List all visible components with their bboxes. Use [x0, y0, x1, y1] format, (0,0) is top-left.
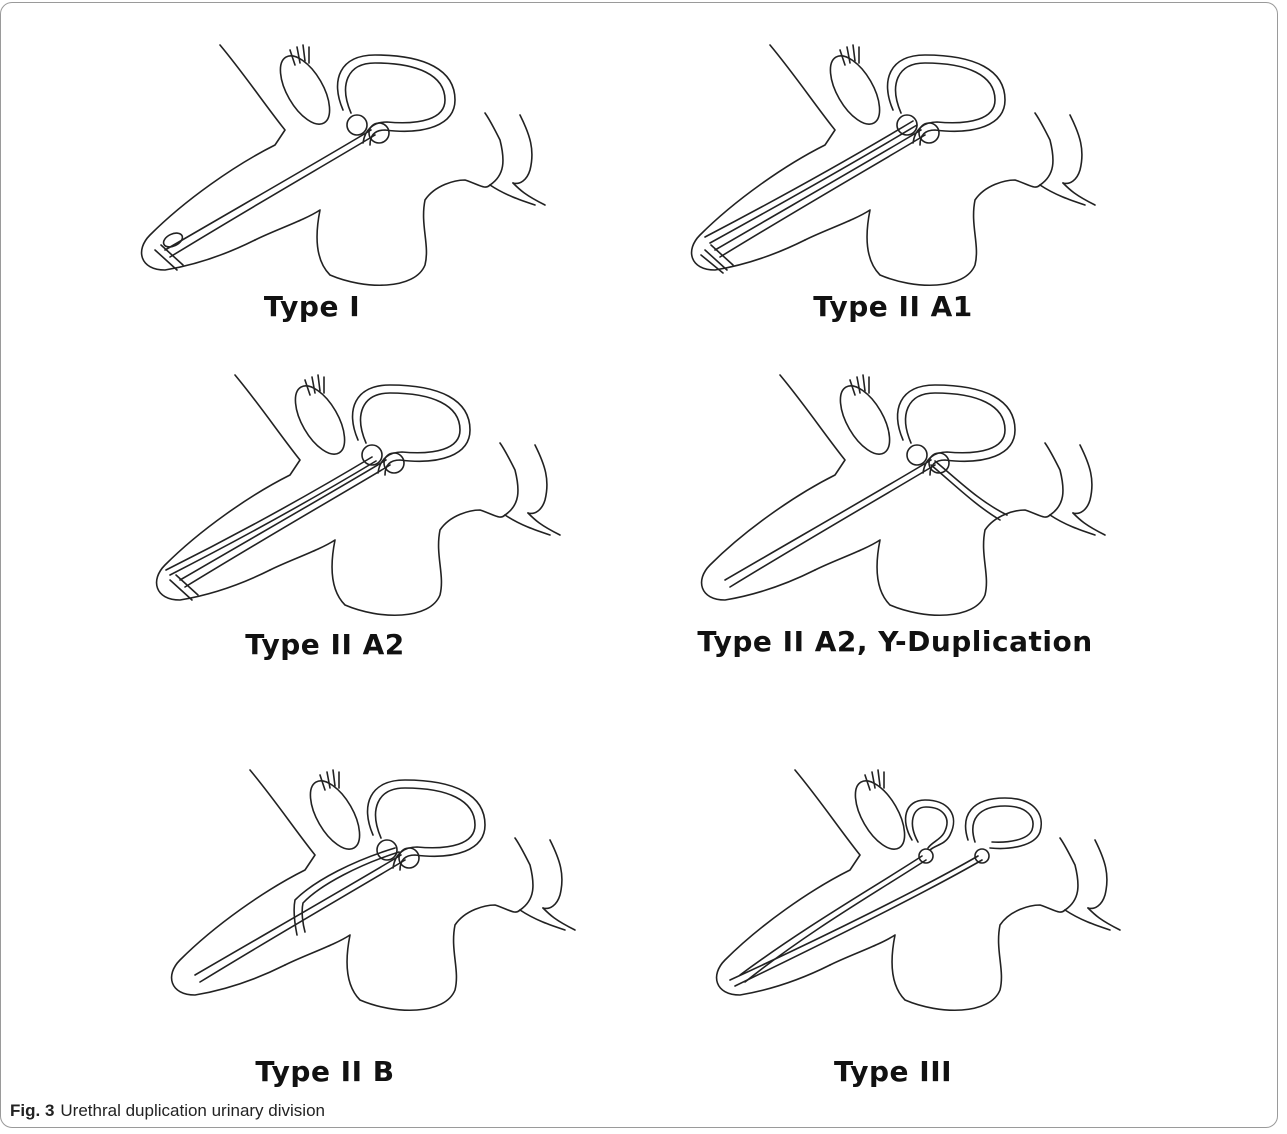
figure-caption: Fig. 3 Urethral duplication urinary divis…: [10, 1101, 325, 1121]
anatomy-drawing-type-ii-a2: [140, 365, 640, 635]
type-label: Type I: [264, 290, 360, 323]
diagram-type-i: [125, 35, 625, 305]
anatomy-drawing-type-i: [125, 35, 625, 305]
diagram-type-iii: [700, 760, 1200, 1030]
anatomy-drawing-type-ii-b: [155, 760, 655, 1030]
figure-caption-text: Urethral duplication urinary division: [60, 1101, 325, 1120]
diagram-type-ii-b: [155, 760, 655, 1030]
diagram-type-ii-a1: [675, 35, 1175, 305]
anatomy-drawing-type-iii: [700, 760, 1200, 1030]
type-label: Type II A2, Y-Duplication: [697, 625, 1092, 658]
diagram-type-ii-a2: [140, 365, 640, 635]
type-label: Type III: [834, 1055, 952, 1088]
type-label: Type II A1: [813, 290, 973, 323]
anatomy-drawing-type-ii-a1: [675, 35, 1175, 305]
diagram-type-ii-a2-y-duplication: [685, 365, 1185, 635]
anatomy-drawing-type-ii-a2-y: [685, 365, 1185, 635]
type-label: Type II A2: [245, 628, 405, 661]
figure-number: Fig. 3: [10, 1101, 54, 1120]
type-label: Type II B: [255, 1055, 394, 1088]
